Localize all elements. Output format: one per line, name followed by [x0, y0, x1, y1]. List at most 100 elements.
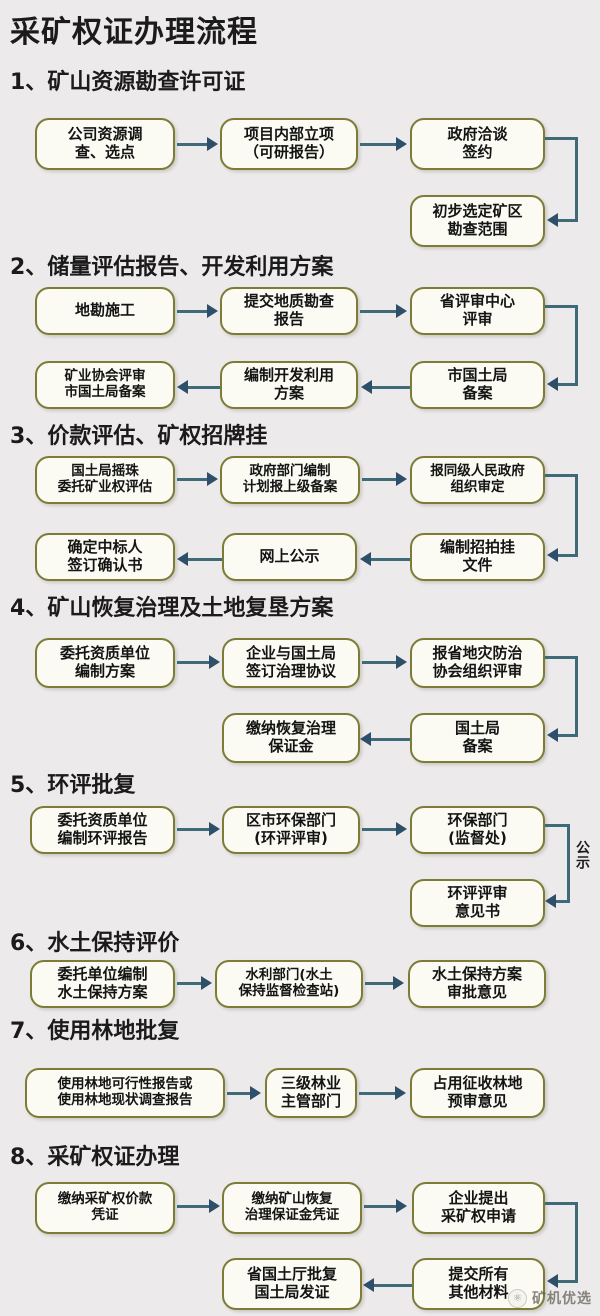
node-s2n5[interactable]: 编制开发利用方案: [220, 361, 358, 409]
arrow-s2n5-s2n6: [177, 380, 188, 394]
edge-s6n1-s6n2: [177, 982, 203, 985]
section-number-5: 5、: [10, 773, 48, 798]
section-number-1: 1、: [10, 70, 48, 95]
section-title-4: 矿山恢复治理及土地复垦方案: [47, 596, 334, 621]
edge-s1n1-s1n2: [177, 143, 209, 146]
arrow-s5n2-s5n3: [396, 822, 407, 836]
edge-s4-in-s4n4: [558, 734, 578, 737]
arrow-s8n1-s8n2: [209, 1199, 220, 1213]
arrow-s5n1-s5n2: [209, 822, 220, 836]
node-s5n2[interactable]: 区市环保部门(环评评审): [222, 806, 360, 854]
node-s3n2[interactable]: 政府部门编制计划报上级备案: [220, 456, 360, 504]
arrow-s6n2-s6n3: [393, 976, 404, 990]
section-heading-6: 6、水土保持评价: [10, 933, 179, 955]
node-s2n3[interactable]: 省评审中心评审: [410, 287, 545, 335]
watermark: ⚛ 矿机优选: [508, 1288, 592, 1308]
node-s3n4[interactable]: 编制招拍挂文件: [410, 533, 545, 581]
edge-s4-down: [575, 656, 578, 736]
edge-s3n4-s3n5: [371, 558, 410, 561]
node-s2n6[interactable]: 矿业协会评审市国土局备案: [35, 361, 175, 409]
node-s2n2[interactable]: 提交地质勘查报告: [220, 287, 358, 335]
arrow-s1n3-s1n4: [547, 213, 558, 227]
node-s5n3[interactable]: 环保部门(监督处): [410, 806, 545, 854]
node-s7n2[interactable]: 三级林业主管部门: [265, 1068, 357, 1118]
arrow-s7n2-s7n3: [395, 1086, 406, 1100]
edge-s8n2-s8n3: [364, 1205, 398, 1208]
node-s4n5[interactable]: 缴纳恢复治理保证金: [222, 713, 360, 763]
edge-s1n3-out: [545, 137, 578, 140]
arrow-s8n4-s8n5: [363, 1278, 374, 1292]
edge-s5-in-s5n4: [556, 900, 570, 903]
arrow-s2n4-s2n5: [361, 380, 372, 394]
section-number-6: 6、: [10, 931, 48, 956]
node-s7n3[interactable]: 占用征收林地预审意见: [410, 1068, 545, 1118]
node-s4n2[interactable]: 企业与国土局签订治理协议: [222, 638, 360, 688]
node-s7n1[interactable]: 使用林地可行性报告或使用林地现状调查报告: [25, 1068, 225, 1118]
node-s2n1[interactable]: 地勘施工: [35, 287, 175, 335]
section-title-3: 价款评估、矿权招牌挂: [47, 424, 268, 449]
node-s3n5[interactable]: 网上公示: [222, 533, 357, 581]
node-s1n3[interactable]: 政府洽谈签约: [410, 118, 545, 170]
edge-s8-down: [575, 1202, 578, 1282]
arrow-s3n5-s3n6: [177, 552, 188, 566]
node-s6n3[interactable]: 水土保持方案审批意见: [408, 960, 546, 1008]
section-heading-2: 2、储量评估报告、开发利用方案: [10, 257, 333, 279]
node-s8n2[interactable]: 缴纳矿山恢复治理保证金凭证: [222, 1182, 362, 1234]
section-number-3: 3、: [10, 424, 48, 449]
node-s2n4[interactable]: 市国土局备案: [410, 361, 545, 409]
section-number-8: 8、: [10, 1145, 48, 1170]
edge-s8n4-s8n5: [374, 1284, 412, 1287]
edge-s2n1-s2n2: [177, 310, 209, 313]
edge-s4n2-s4n3: [362, 661, 398, 664]
node-s5n4[interactable]: 环评评审意见书: [410, 879, 545, 927]
arrow-s8n2-s8n3: [396, 1199, 407, 1213]
edge-s3-in-s3n4: [558, 554, 578, 557]
arrow-s4n4-s4n5: [360, 732, 371, 746]
arrow-s4n2-s4n3: [396, 655, 407, 669]
node-s8n1[interactable]: 缴纳采矿权价款凭证: [35, 1182, 175, 1234]
watermark-text: 矿机优选: [532, 1291, 592, 1307]
node-s1n2[interactable]: 项目内部立项（可研报告）: [220, 118, 358, 170]
node-s8n5[interactable]: 省国土厅批复国土局发证: [222, 1258, 362, 1310]
edge-s2n2-s2n3: [360, 310, 398, 313]
section-title-6: 水土保持评价: [47, 931, 180, 956]
arrow-s8n3-s8n4: [547, 1274, 558, 1288]
node-s1n4[interactable]: 初步选定矿区勘查范围: [410, 195, 545, 247]
arrow-s4n1-s4n2: [209, 655, 220, 669]
section-title-1: 矿山资源勘查许可证: [47, 70, 246, 95]
arrow-s2n2-s2n3: [396, 304, 407, 318]
arrow-s6n1-s6n2: [201, 976, 212, 990]
arrow-s3n1-s3n2: [207, 472, 218, 486]
node-s6n2[interactable]: 水利部门(水土保持监督检查站): [215, 960, 363, 1008]
edge-s4n4-s4n5: [371, 738, 410, 741]
edge-s4n3-out: [545, 656, 578, 659]
node-s4n4[interactable]: 国土局备案: [410, 713, 545, 763]
circle-logo-icon: ⚛: [508, 1288, 527, 1308]
section-heading-4: 4、矿山恢复治理及土地复垦方案: [10, 598, 333, 620]
section-heading-1: 1、矿山资源勘查许可证: [10, 72, 245, 94]
node-s3n1[interactable]: 国土局摇珠委托矿业权评估: [35, 456, 175, 504]
edge-s2n5-s2n6: [188, 386, 220, 389]
section-number-7: 7、: [10, 1019, 48, 1044]
arrow-s3n2-s3n3: [396, 472, 407, 486]
node-s5n1[interactable]: 委托资质单位编制环评报告: [30, 806, 175, 854]
node-s8n3[interactable]: 企业提出采矿权申请: [412, 1182, 545, 1234]
section-title-8: 采矿权证办理: [47, 1145, 180, 1170]
arrow-s7n1-s7n2: [250, 1086, 261, 1100]
node-s4n1[interactable]: 委托资质单位编制方案: [35, 638, 175, 688]
edge-s3-down: [575, 474, 578, 556]
node-s6n1[interactable]: 委托单位编制水土保持方案: [30, 960, 175, 1008]
edge-s2-down: [575, 305, 578, 385]
edge-s1-in-s1n4: [558, 219, 578, 222]
edge-label-gongshi: 公示: [574, 840, 590, 870]
node-s3n6[interactable]: 确定中标人签订确认书: [35, 533, 175, 581]
node-s1n1[interactable]: 公司资源调查、选点: [35, 118, 175, 170]
node-s3n3[interactable]: 报同级人民政府组织审定: [410, 456, 545, 504]
node-s4n3[interactable]: 报省地灾防治协会组织评审: [410, 638, 545, 688]
edge-s2-in-s2n4: [558, 383, 578, 386]
section-title-2: 储量评估报告、开发利用方案: [47, 255, 334, 280]
edge-s3n5-s3n6: [188, 558, 222, 561]
section-number-2: 2、: [10, 255, 48, 280]
edge-s7n2-s7n3: [359, 1092, 397, 1095]
